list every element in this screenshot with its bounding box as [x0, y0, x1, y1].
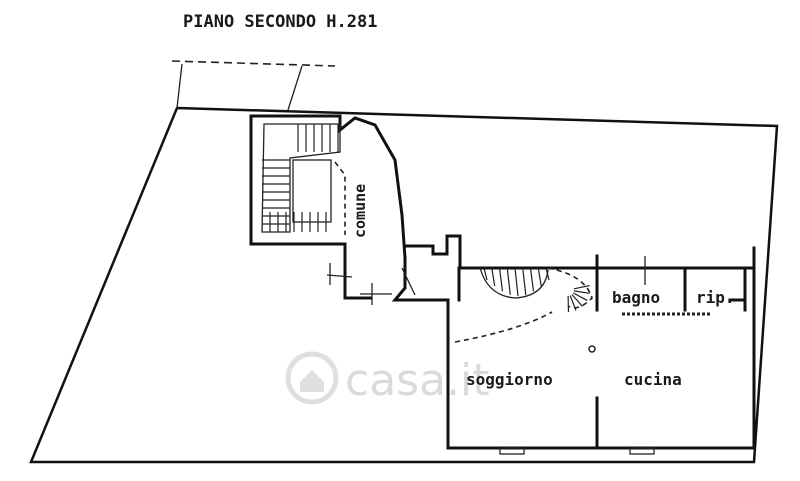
stair-tread — [572, 292, 588, 302]
stair-steps — [262, 124, 339, 232]
stair-tread — [498, 267, 504, 292]
room-label-comune: comune — [351, 184, 369, 238]
room-label-rip: rip. — [696, 288, 735, 307]
stair-steps — [483, 267, 590, 313]
room-label-bagno: bagno — [612, 288, 660, 307]
stair-tread — [537, 267, 542, 287]
watermark-text: casa.it — [345, 355, 490, 406]
stair-tread — [483, 267, 488, 281]
watermark-logo-icon — [285, 351, 339, 405]
stair-tread — [491, 267, 496, 287]
room-label-cucina: cucina — [624, 370, 682, 389]
stair-tread — [506, 267, 511, 295]
plan-marker — [588, 345, 596, 353]
stair-tread — [569, 295, 577, 311]
apartment-walls — [391, 234, 756, 455]
stair-tread — [571, 294, 583, 307]
stair-tread — [522, 267, 527, 295]
stair-tread — [573, 285, 590, 290]
common-staircase — [249, 114, 407, 305]
internal-stair — [454, 267, 593, 343]
stair-tread — [573, 290, 590, 294]
plan-title: PIANO SECONDO H.281 — [183, 12, 377, 32]
room-label-soggiorno: soggiorno — [466, 370, 553, 389]
watermark-house-icon — [300, 370, 324, 392]
stair-tread — [545, 267, 550, 281]
stair-tread — [529, 267, 535, 292]
watermark: casa.it — [285, 351, 490, 406]
lot-boundary — [29, 60, 779, 464]
stair-tread — [514, 267, 519, 297]
